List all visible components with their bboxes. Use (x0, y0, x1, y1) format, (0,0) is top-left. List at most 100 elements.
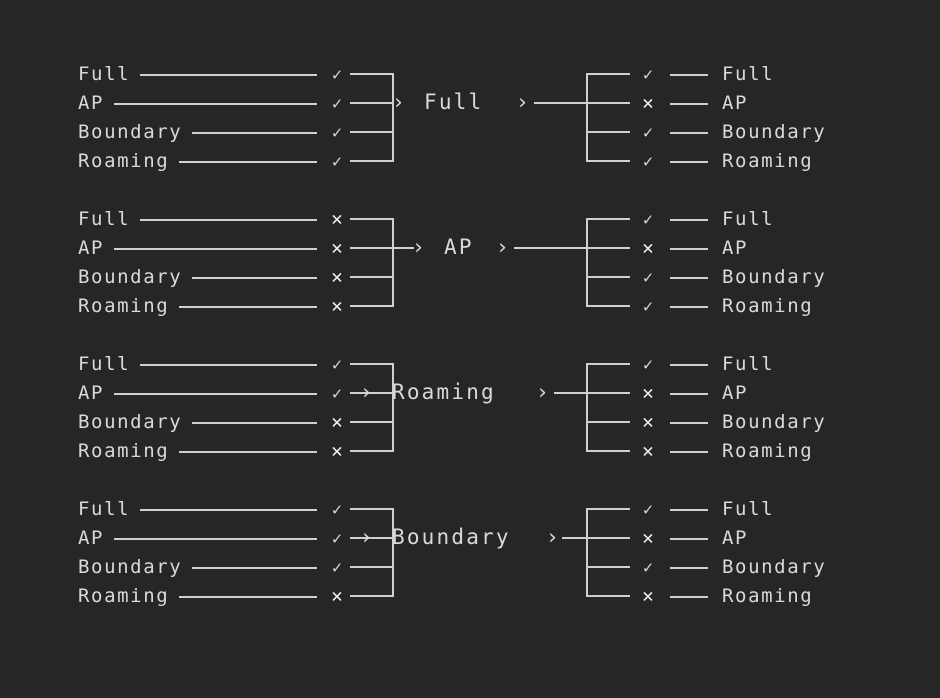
input-label: Boundary (78, 266, 183, 288)
output-label: Full (722, 63, 775, 85)
input-row: Roaming ✓ (78, 147, 348, 176)
input-row: Boundary✕ (78, 408, 348, 437)
input-mark-3: ✕ (326, 292, 348, 321)
input-row: Full✓ (78, 350, 348, 379)
cross-icon: ✕ (331, 585, 343, 607)
input-mark-1: ✓ (326, 89, 348, 119)
connector-line (670, 160, 708, 163)
cross-icon: ✕ (642, 527, 654, 549)
connector-line (114, 247, 317, 250)
arrow-shaft-out (562, 537, 586, 539)
fan-out-bracket (586, 218, 630, 308)
input-row: Full ✓ (78, 60, 348, 89)
output-row: ✓Roaming (636, 147, 896, 176)
output-label: AP (722, 237, 749, 259)
connector-line (670, 102, 708, 105)
connector-line (192, 421, 317, 424)
bracket-stub (350, 392, 394, 394)
bracket-stub (586, 537, 630, 539)
cross-icon: ✕ (642, 237, 654, 259)
outputs-group: ✓Full✕AP✓Boundary✓Roaming (636, 60, 896, 190)
bracket-stub (586, 595, 630, 597)
outputs-group: ✓ Full ✕ AP ✓Boundary✓Roaming (636, 205, 896, 335)
bracket-spine (586, 73, 588, 162)
output-mark-2: ✓ (636, 553, 660, 583)
output-mark-1: ✕ (636, 379, 660, 408)
connector-line (670, 218, 708, 221)
bracket-spine (586, 218, 588, 307)
check-icon: ✓ (331, 499, 343, 520)
output-mark-3: ✓ (636, 292, 660, 322)
center-state-label: Boundary (392, 525, 511, 549)
check-icon: ✓ (331, 64, 343, 85)
connector-line (140, 218, 317, 221)
check-icon: ✓ (331, 354, 343, 375)
fan-out-bracket (586, 363, 630, 453)
input-row: Full✓ (78, 495, 348, 524)
check-icon: ✓ (331, 557, 343, 578)
output-mark-0: ✓ (636, 350, 660, 380)
output-label: AP (722, 527, 749, 549)
bracket-stub (586, 102, 630, 104)
check-icon: ✓ (331, 122, 343, 143)
cross-icon: ✕ (642, 382, 654, 404)
bracket-stub (350, 508, 394, 510)
connector-line (670, 363, 708, 366)
output-mark-0: ✓ (636, 495, 660, 525)
input-label: Roaming (78, 295, 170, 317)
output-label: Boundary (722, 411, 827, 433)
output-row: ✓Full (636, 350, 896, 379)
arrow-shaft-out (534, 102, 586, 104)
arrow-shaft-in (350, 392, 362, 394)
bracket-stub (586, 73, 630, 75)
output-row: ✓Roaming (636, 292, 896, 321)
input-label: AP (78, 92, 105, 114)
caret-icon: › (516, 90, 529, 114)
fan-out-bracket (586, 73, 630, 163)
connector-line (670, 595, 708, 598)
output-row: ✓Boundary (636, 263, 896, 292)
check-icon: ✓ (642, 122, 654, 143)
input-row: Roaming ✕ (78, 292, 348, 321)
bracket-stub (350, 421, 394, 423)
inputs-group: Full✕AP✕Boundary✕Roaming✕ (78, 205, 348, 335)
output-mark-1: ✕ (636, 234, 660, 263)
output-label: Boundary (722, 121, 827, 143)
output-row: ✕ AP (636, 234, 896, 263)
input-label: Full (78, 63, 131, 85)
output-mark-3: ✓ (636, 147, 660, 177)
bracket-stub (586, 566, 630, 568)
transition-block: Full✓AP✓Boundary✓Roaming✕›Boundary›✓Full… (0, 495, 940, 625)
input-label: Roaming (78, 150, 170, 172)
output-mark-2: ✕ (636, 408, 660, 437)
fan-in-bracket (350, 218, 394, 308)
input-mark-3: ✓ (326, 147, 348, 177)
output-label: Full (722, 208, 775, 230)
output-label: Boundary (722, 266, 827, 288)
input-row: AP ✓ (78, 89, 348, 118)
cross-icon: ✕ (331, 237, 343, 259)
arrow-head-icon: › (392, 90, 405, 114)
center-state-label: Full (424, 90, 484, 114)
output-label: Roaming (722, 440, 814, 462)
input-row: Boundary✓ (78, 118, 348, 147)
inputs-group: Full✓AP✓Boundary✓Roaming✕ (78, 495, 348, 625)
connector-line (140, 508, 317, 511)
outputs-group: ✓Full✕AP✓Boundary✕Roaming (636, 495, 896, 625)
arrow-shaft-out (514, 247, 586, 249)
bracket-stub (350, 566, 394, 568)
input-mark-0: ✓ (326, 350, 348, 380)
connector-line (179, 595, 317, 598)
input-mark-3: ✕ (326, 582, 348, 611)
connector-line (114, 392, 317, 395)
cross-icon: ✕ (331, 208, 343, 230)
input-mark-0: ✓ (326, 60, 348, 90)
input-row: Roaming✕ (78, 582, 348, 611)
connector-line (179, 305, 317, 308)
bracket-stub (350, 131, 394, 133)
bracket-spine (392, 363, 394, 452)
connector-line (114, 537, 317, 540)
transition-block: Full✓AP✓Boundary✓Roaming✓›Full›✓Full✕AP✓… (0, 60, 940, 190)
arrow-shaft-in (350, 537, 362, 539)
